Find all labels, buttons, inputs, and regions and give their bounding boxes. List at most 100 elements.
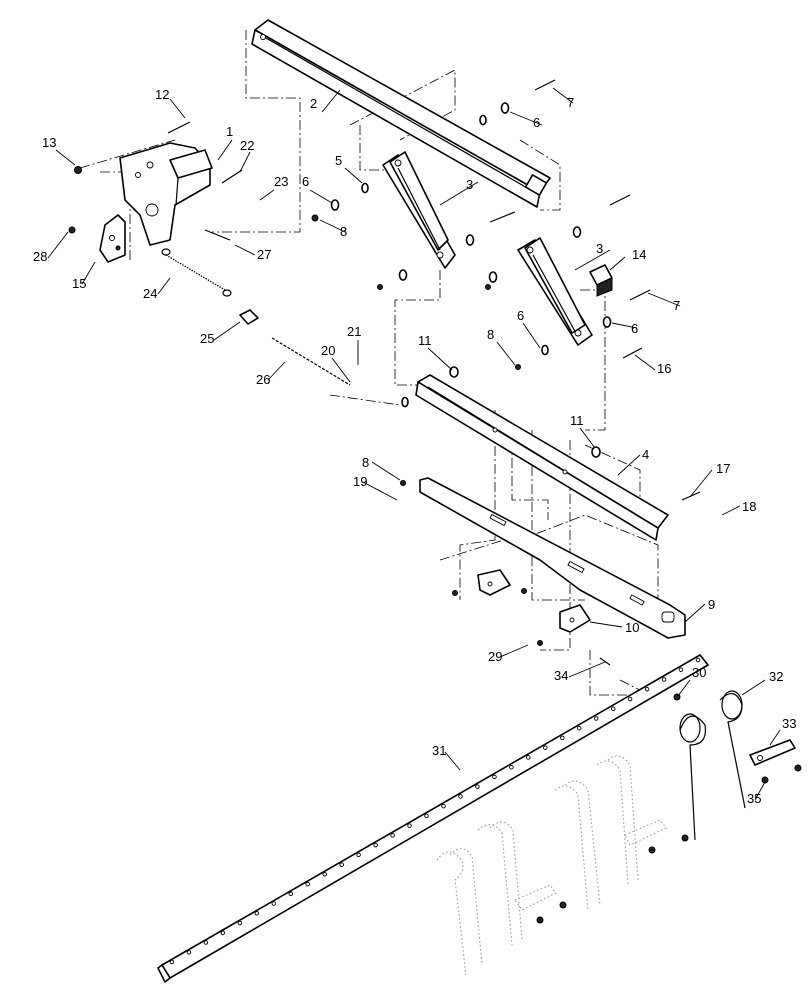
pivot-arm-left bbox=[382, 151, 456, 269]
bar-hole bbox=[441, 803, 446, 809]
bar-hole bbox=[492, 774, 497, 780]
bar-hole bbox=[356, 852, 361, 858]
callout-leader bbox=[684, 603, 706, 623]
tine-arm-plate bbox=[419, 477, 686, 639]
tine-clamp bbox=[749, 739, 796, 766]
bar-hole bbox=[339, 862, 344, 867]
callout-4: 4 bbox=[642, 447, 649, 462]
callout-leader bbox=[522, 322, 541, 349]
callout-21: 21 bbox=[347, 324, 361, 339]
bar-hole bbox=[203, 940, 209, 945]
callout-leader bbox=[239, 151, 251, 173]
bar-hole bbox=[424, 813, 429, 819]
bar-hole bbox=[237, 920, 243, 926]
lower-tube bbox=[415, 374, 669, 541]
callout-7: 7 bbox=[673, 298, 680, 313]
bar-hole bbox=[220, 930, 226, 936]
callout-labels: 1 2 3 3 4 5 6 6 6 6 7 7 8 8 8 9 10 11 11… bbox=[33, 87, 796, 806]
callout-leader bbox=[579, 427, 596, 449]
bar-hole bbox=[644, 686, 650, 692]
bar-hole bbox=[271, 901, 277, 906]
callout-leader bbox=[169, 98, 186, 119]
callout-leader bbox=[427, 347, 453, 371]
callout-leader bbox=[634, 354, 656, 371]
callout-28: 28 bbox=[33, 249, 47, 264]
bar-hole bbox=[186, 950, 192, 955]
callout-leader bbox=[47, 231, 69, 259]
callout-leader bbox=[689, 469, 713, 498]
bar-hole bbox=[305, 881, 310, 887]
callout-17: 17 bbox=[716, 461, 730, 476]
callout-3: 3 bbox=[596, 241, 603, 256]
callout-leader bbox=[741, 679, 766, 696]
callout-25: 25 bbox=[200, 331, 214, 346]
bar-hole bbox=[288, 891, 294, 897]
callout-leader bbox=[609, 256, 626, 271]
top-tube bbox=[251, 19, 551, 208]
callout-13: 13 bbox=[42, 135, 56, 150]
callout-2: 2 bbox=[310, 96, 317, 111]
callout-leader bbox=[259, 189, 275, 201]
callout-leader bbox=[647, 292, 681, 307]
callout-8: 8 bbox=[340, 224, 347, 239]
bar-hole bbox=[695, 657, 701, 663]
callout-leaders bbox=[47, 87, 781, 801]
callout-1: 1 bbox=[226, 124, 233, 139]
callout-leader bbox=[213, 321, 241, 341]
extension-spring bbox=[161, 248, 232, 297]
hardware-nuts bbox=[68, 166, 802, 924]
bar-hole bbox=[576, 725, 582, 731]
callout-12: 12 bbox=[155, 87, 169, 102]
callout-leader bbox=[509, 111, 543, 126]
bar-hole bbox=[322, 872, 327, 877]
pivot-arm-right bbox=[517, 237, 593, 346]
callout-leader bbox=[81, 261, 96, 285]
callout-11: 11 bbox=[570, 413, 584, 428]
callout-8: 8 bbox=[362, 455, 369, 470]
bar-hole bbox=[560, 735, 565, 741]
callout-3: 3 bbox=[466, 177, 473, 192]
phantom-lines bbox=[79, 30, 659, 696]
callout-leader bbox=[568, 661, 606, 678]
callout-31: 31 bbox=[432, 743, 446, 758]
callout-leader bbox=[589, 621, 623, 628]
spring-tine bbox=[679, 690, 746, 841]
mount-bracket bbox=[119, 142, 213, 246]
callout-leader bbox=[234, 244, 256, 256]
bar-hole bbox=[610, 706, 616, 711]
callout-26: 26 bbox=[256, 372, 270, 387]
bar-hole bbox=[254, 911, 260, 916]
ghost-tines bbox=[436, 755, 667, 976]
callout-14: 14 bbox=[632, 247, 646, 262]
callout-leader bbox=[157, 277, 171, 295]
callout-35: 35 bbox=[747, 791, 761, 806]
callout-leader bbox=[552, 87, 574, 104]
bar-hole bbox=[458, 794, 463, 799]
callout-30: 30 bbox=[692, 665, 706, 680]
callout-leader bbox=[611, 322, 638, 329]
callout-leader bbox=[721, 505, 741, 516]
callout-8: 8 bbox=[487, 327, 494, 342]
bar-hole bbox=[509, 764, 514, 770]
callout-27: 27 bbox=[257, 247, 271, 262]
bar-hole bbox=[543, 745, 548, 750]
callout-leader bbox=[496, 341, 516, 366]
callout-leader bbox=[574, 249, 611, 271]
callout-leader bbox=[331, 357, 351, 383]
callout-leader bbox=[344, 167, 363, 184]
callout-34: 34 bbox=[554, 668, 568, 683]
callout-15: 15 bbox=[72, 276, 86, 291]
callout-20: 20 bbox=[321, 343, 335, 358]
bar-hole bbox=[526, 755, 531, 760]
callout-6: 6 bbox=[533, 115, 540, 130]
callout-24: 24 bbox=[143, 286, 157, 301]
hinge-bracket-lower bbox=[559, 604, 591, 633]
callout-leader bbox=[444, 751, 461, 771]
bar-hole bbox=[627, 696, 633, 702]
rubber-block bbox=[589, 264, 613, 297]
callout-leader bbox=[321, 89, 341, 113]
callout-leader bbox=[309, 189, 333, 204]
callout-leader bbox=[267, 361, 286, 381]
callout-leader bbox=[677, 679, 691, 697]
